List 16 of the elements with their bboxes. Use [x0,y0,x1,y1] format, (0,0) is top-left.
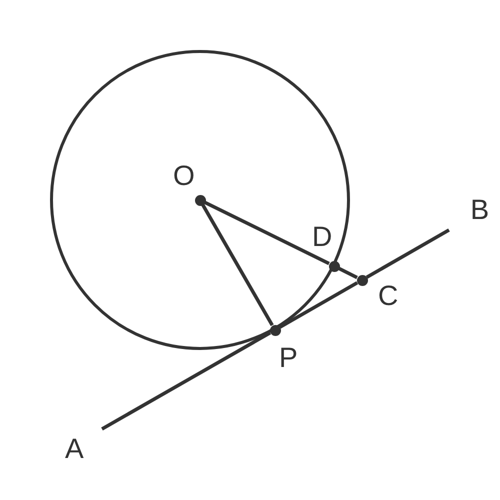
line-segment [201,204,274,326]
line-segment [204,200,330,266]
point-label: O [173,162,195,190]
point-dot [194,194,206,206]
point-dot [356,274,368,286]
line-segment [366,228,450,279]
point-label: B [470,196,489,224]
line-segment [278,281,358,329]
point-label: P [279,344,298,372]
point-label: C [378,282,398,310]
point-label: D [312,223,332,251]
line-segment [101,331,272,431]
line-segment [338,266,358,280]
point-dot [328,260,340,272]
point-dot [270,324,280,336]
point-label: A [65,435,84,463]
